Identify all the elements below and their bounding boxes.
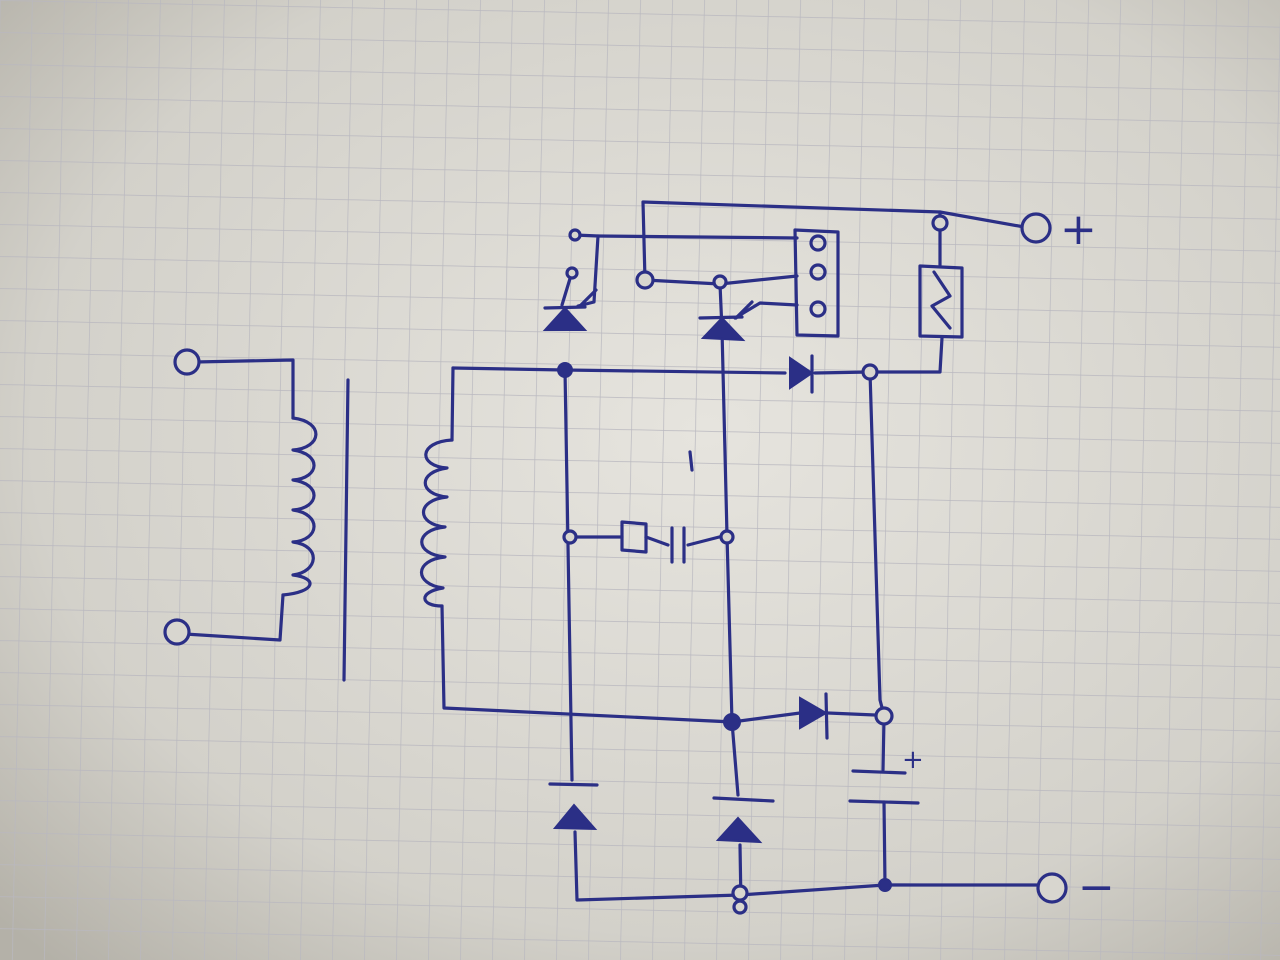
- snubber-capacitor: [670, 450, 694, 564]
- output-capacitor: +: [848, 745, 924, 805]
- transformer-core: [342, 378, 350, 682]
- primary-winding: [163, 348, 318, 646]
- diode-top-right: [789, 354, 814, 394]
- diode-bottom-right: [799, 692, 829, 740]
- relay-contact-block: [793, 228, 840, 338]
- output-terminal-negative[interactable]: −: [1036, 862, 1115, 913]
- transformer: [163, 348, 734, 724]
- primary-terminal-bottom[interactable]: [163, 618, 191, 646]
- relay-coil: [918, 264, 964, 339]
- capacitor-plus-label: +: [902, 745, 924, 775]
- junction-dots: [557, 214, 949, 915]
- negative-label: −: [1078, 862, 1115, 913]
- output-terminal-positive[interactable]: +: [1020, 204, 1097, 255]
- thyristor-mid: [698, 300, 754, 342]
- diode-bottom-mid: [712, 796, 775, 844]
- thyristor-top: [542, 288, 598, 331]
- positive-label: +: [1060, 204, 1097, 255]
- diode-bottom-left: [548, 782, 599, 831]
- snubber-resistor: [620, 520, 648, 554]
- primary-terminal-top[interactable]: [173, 348, 201, 376]
- secondary-winding: [419, 366, 734, 724]
